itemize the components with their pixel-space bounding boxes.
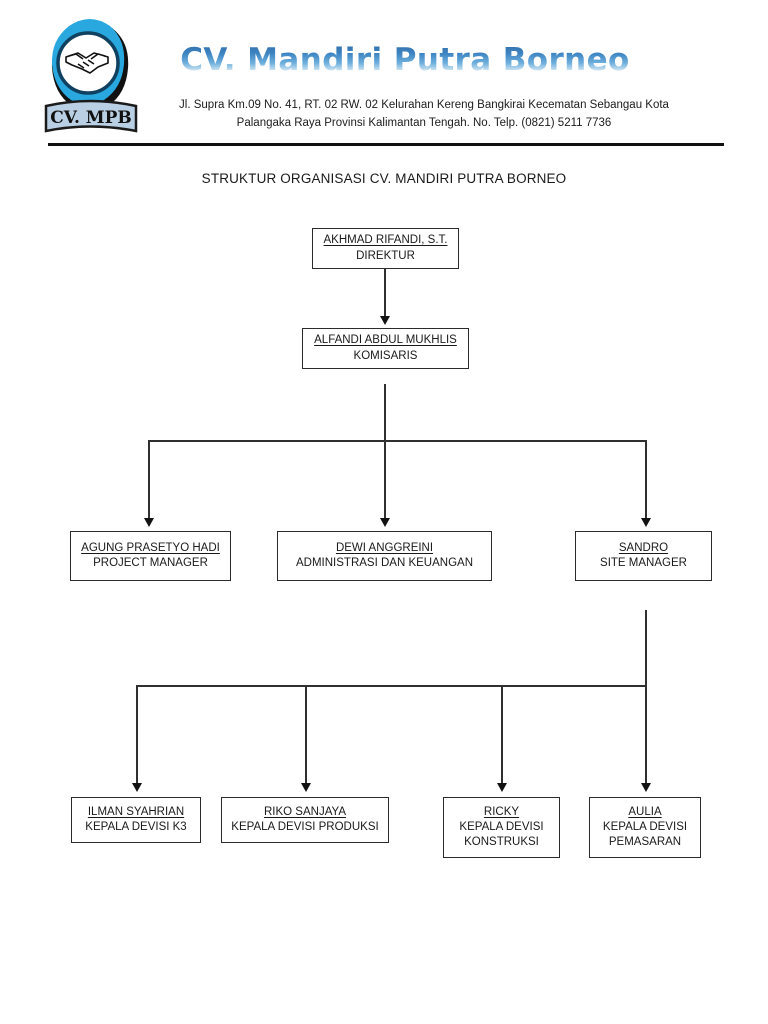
node-administrasi-role: ADMINISTRASI DAN KEUANGAN: [296, 557, 473, 569]
header-divider: [48, 143, 724, 146]
address-line-2: Palangaka Raya Provinsi Kalimantan Tenga…: [236, 116, 612, 129]
node-devisi-konstruksi[interactable]: RICKY KEPALA DEVISI KONSTRUKSI: [443, 797, 560, 858]
connector-bus-level4-drop-2: [305, 685, 307, 786]
company-name: CV. Mandiri Putra Borneo: [155, 44, 655, 77]
node-devisi-produksi-person: RIKO SANJAYA: [263, 805, 346, 818]
node-devisi-pemasaran[interactable]: AULIA KEPALA DEVISI PEMASARAN: [589, 797, 701, 858]
node-direktur-role: DIREKTUR: [356, 249, 415, 262]
node-devisi-produksi[interactable]: RIKO SANJAYA KEPALA DEVISI PRODUKSI: [221, 797, 389, 843]
node-site-manager[interactable]: SANDRO SITE MANAGER: [575, 531, 712, 581]
node-project-manager[interactable]: AGUNG PRASETYO HADI PROJECT MANAGER: [70, 531, 231, 581]
node-site-manager-role: SITE MANAGER: [600, 557, 687, 569]
connector-bus-level3: [148, 440, 646, 442]
arrow-to-devisi-produksi: [301, 783, 311, 792]
node-project-manager-person: AGUNG PRASETYO HADI: [81, 541, 220, 554]
node-devisi-pemasaran-person: AULIA: [628, 805, 662, 818]
connector-bus-level4-left-drop: [136, 685, 138, 786]
address-line-1: Jl. Supra Km.09 No. 41, RT. 02 RW. 02 Ke…: [179, 99, 669, 111]
arrow-to-site-manager: [641, 518, 651, 527]
company-address: Jl. Supra Km.09 No. 41, RT. 02 RW. 02 Ke…: [104, 97, 744, 133]
connector-bus-level3-right-drop: [645, 440, 647, 521]
company-logo: CV. MPB: [38, 12, 142, 140]
node-devisi-k3-person: ILMAN SYAHRIAN: [87, 805, 185, 818]
node-devisi-konstruksi-role-2: KONSTRUKSI: [464, 836, 539, 849]
node-devisi-konstruksi-person: RICKY: [483, 805, 520, 818]
node-administrasi-person: DEWI ANGGREINI: [335, 541, 434, 554]
arrow-to-administrasi: [380, 518, 390, 527]
connector-komisaris-down: [384, 384, 386, 521]
node-administrasi[interactable]: DEWI ANGGREINI ADMINISTRASI DAN KEUANGAN: [277, 531, 492, 581]
node-komisaris[interactable]: ALFANDI ABDUL MUKHLIS KOMISARIS: [302, 328, 469, 369]
node-site-manager-person: SANDRO: [618, 541, 669, 554]
arrow-to-project-manager: [144, 518, 154, 527]
arrow-to-devisi-k3: [132, 783, 142, 792]
arrow-to-devisi-pemasaran: [641, 783, 651, 792]
connector-direktur-komisaris: [384, 269, 386, 318]
connector-bus-level4-drop-3: [501, 685, 503, 786]
letterhead: CV. MPB CV. Mandiri Putra Borneo Jl. Sup…: [0, 0, 768, 150]
connector-bus-level3-left-drop: [148, 440, 150, 521]
connector-site-manager-down: [645, 610, 647, 786]
node-komisaris-person: ALFANDI ABDUL MUKHLIS: [314, 334, 457, 347]
node-komisaris-role: KOMISARIS: [353, 349, 418, 362]
node-devisi-k3[interactable]: ILMAN SYAHRIAN KEPALA DEVISI K3: [71, 797, 201, 843]
node-direktur-person: AKHMAD RIFANDI, S.T.: [323, 234, 448, 247]
chart-title: STRUKTUR ORGANISASI CV. MANDIRI PUTRA BO…: [201, 171, 567, 186]
node-devisi-konstruksi-role-1: KEPALA DEVISI: [459, 820, 544, 833]
node-devisi-pemasaran-role-2: PEMASARAN: [608, 836, 682, 849]
arrow-to-devisi-konstruksi: [497, 783, 507, 792]
node-devisi-k3-role: KEPALA DEVISI K3: [85, 821, 187, 833]
connector-bus-level4: [136, 685, 646, 687]
node-project-manager-role: PROJECT MANAGER: [93, 557, 208, 569]
node-devisi-pemasaran-role-1: KEPALA DEVISI: [602, 820, 688, 833]
logo-banner-text: CV. MPB: [50, 108, 132, 128]
node-direktur[interactable]: AKHMAD RIFANDI, S.T. DIREKTUR: [312, 228, 459, 269]
arrow-to-komisaris: [380, 316, 390, 325]
node-devisi-produksi-role: KEPALA DEVISI PRODUKSI: [231, 821, 379, 833]
handshake-logo-icon: CV. MPB: [44, 19, 138, 133]
